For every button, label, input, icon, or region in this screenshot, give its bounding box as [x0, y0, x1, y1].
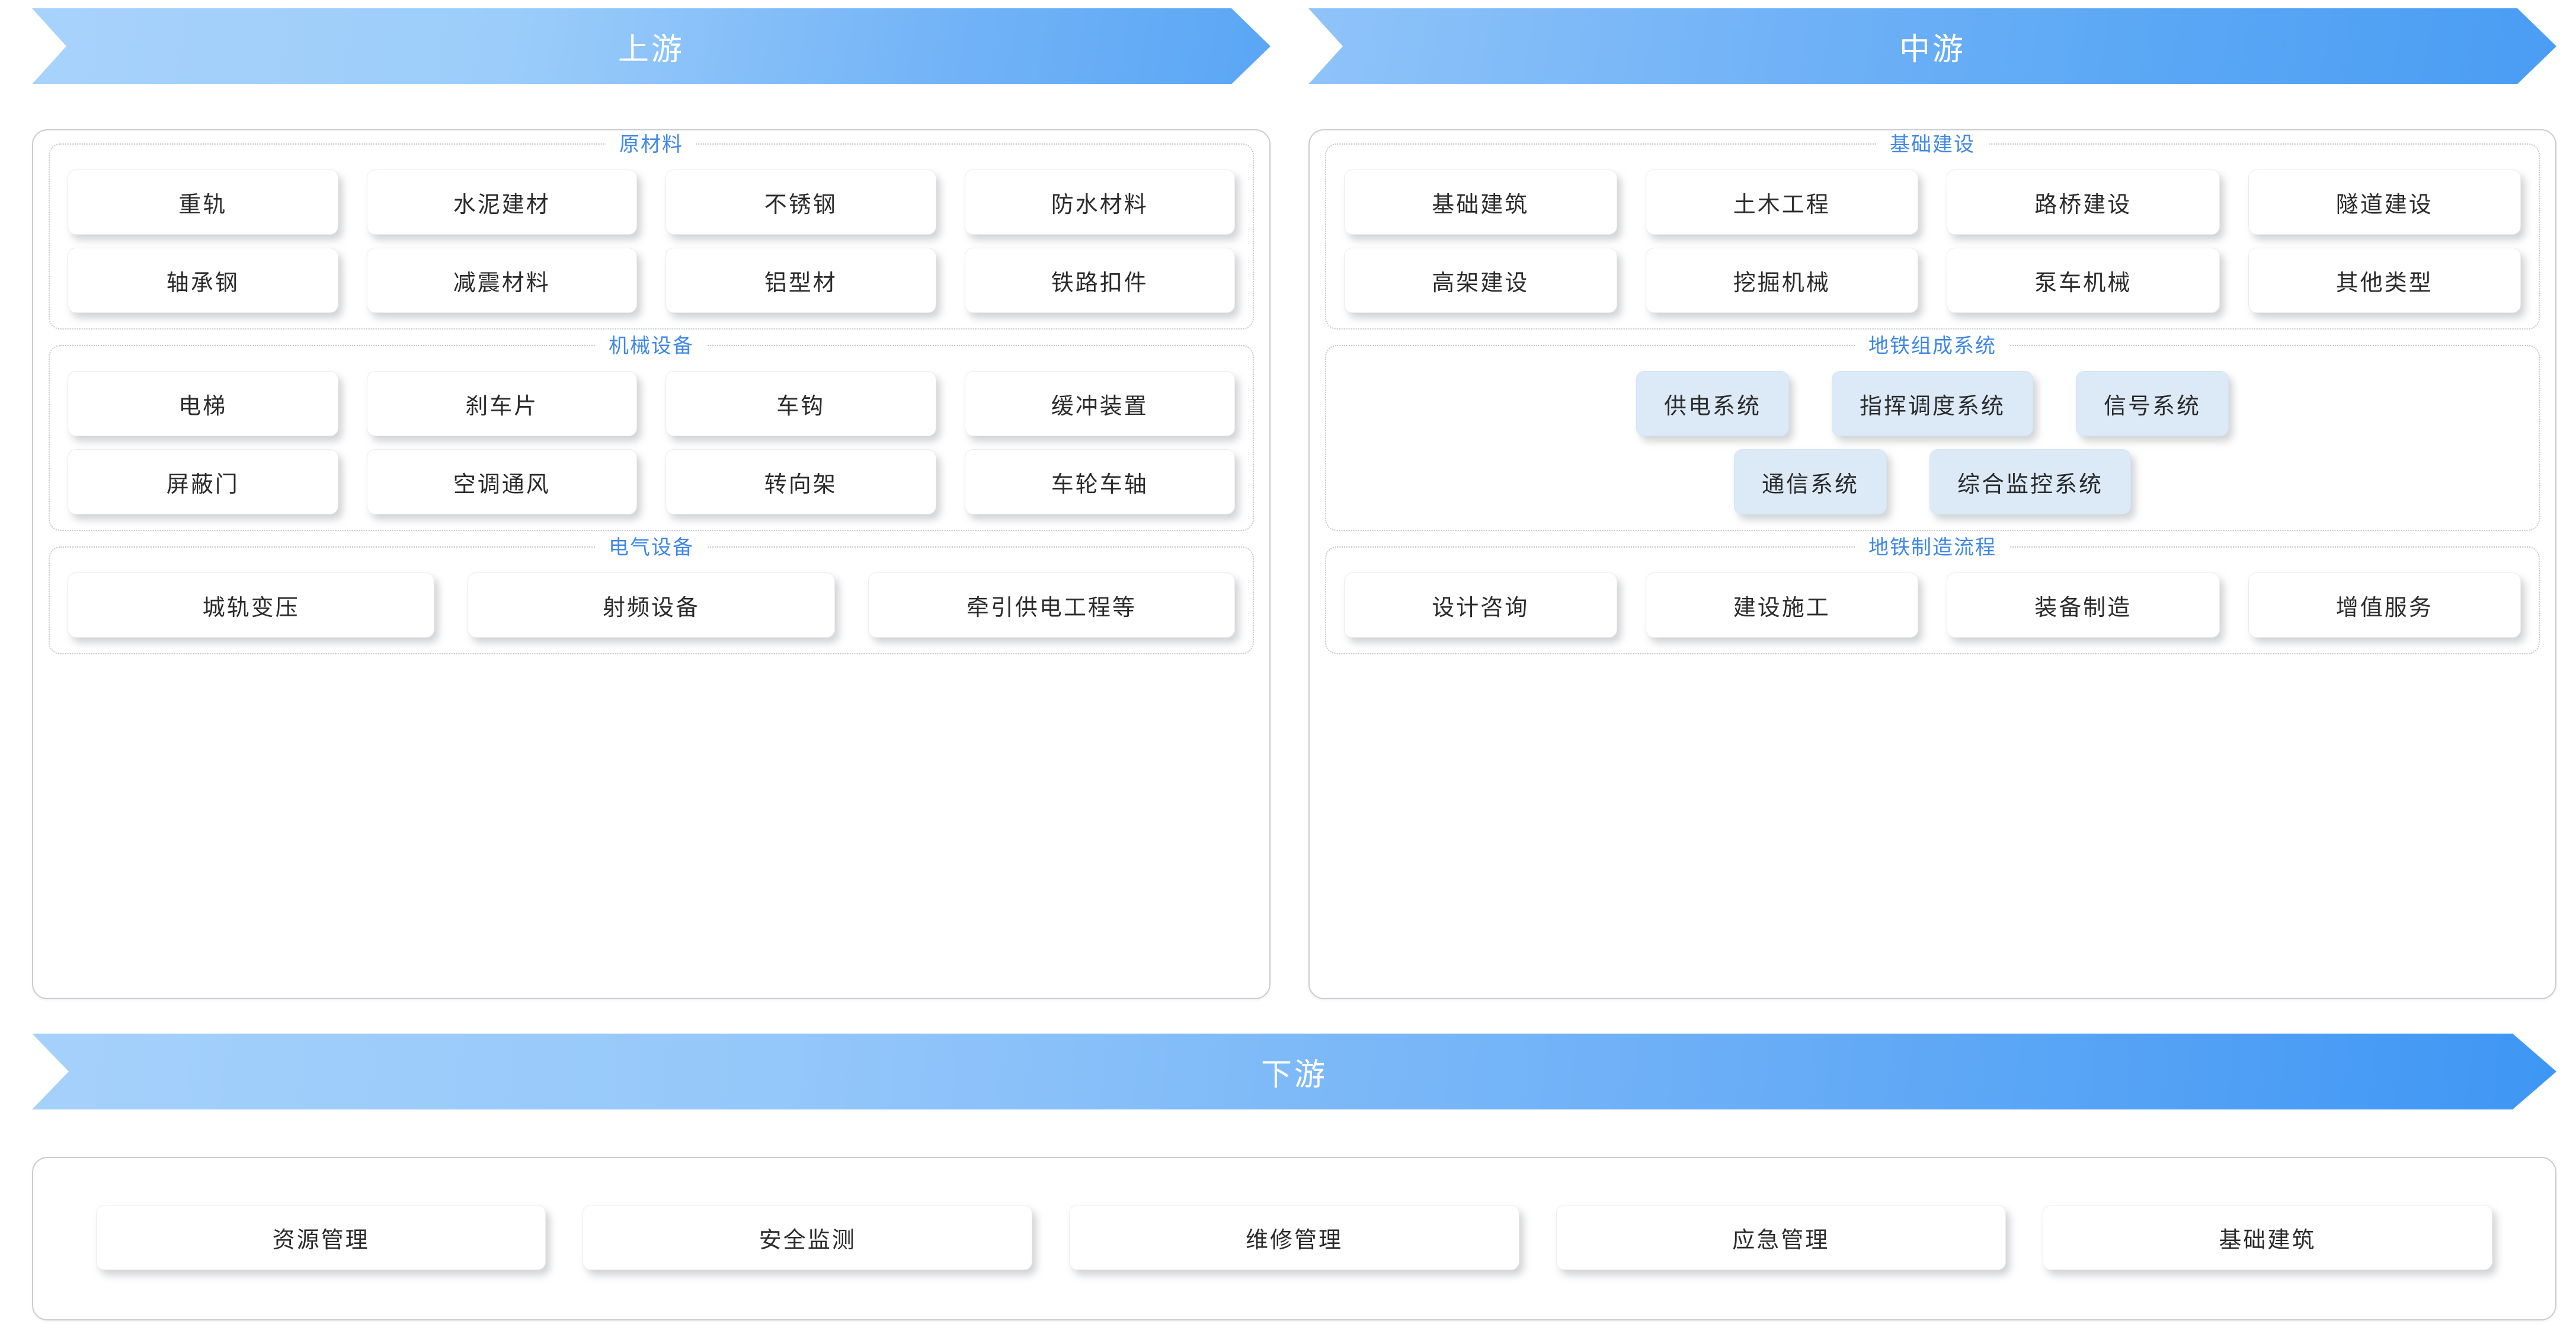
banner-upstream-label: 上游: [617, 32, 684, 67]
group-raw-materials: 原材料 重轨 水泥建材 不锈钢 防水材料 轴承钢 减震材料 铝型材 铁路扣件: [49, 133, 1254, 330]
group-row: 通信系统 综合监控系统: [1344, 449, 2521, 514]
chip-item[interactable]: 铝型材: [665, 248, 936, 313]
group-title-infrastructure-construction: 基础建设: [1877, 133, 1988, 156]
chip-item[interactable]: 安全监测: [583, 1205, 1033, 1270]
chip-item[interactable]: 指挥调度系统: [1831, 371, 2033, 436]
group-mechanical-equipment: 机械设备 电梯 刹车片 车钩 缓冲装置 屏蔽门 空调通风 转向架 车轮车轴: [49, 334, 1254, 531]
panel-upstream: 原材料 重轨 水泥建材 不锈钢 防水材料 轴承钢 减震材料 铝型材 铁路扣件 机…: [32, 129, 1271, 999]
chip-item[interactable]: 资源管理: [96, 1205, 546, 1270]
banner-downstream-label: 下游: [1260, 1057, 1327, 1092]
chip-item[interactable]: 维修管理: [1069, 1205, 1519, 1270]
chip-item[interactable]: 供电系统: [1636, 371, 1789, 436]
chip-item[interactable]: 应急管理: [1556, 1205, 2006, 1270]
chip-item[interactable]: 减震材料: [366, 248, 637, 313]
chip-item[interactable]: 设计咨询: [1344, 573, 1617, 638]
chip-item[interactable]: 城轨变压: [68, 573, 435, 638]
panel-downstream: 资源管理 安全监测 维修管理 应急管理 基础建筑: [32, 1157, 2556, 1320]
chip-item[interactable]: 轴承钢: [68, 248, 338, 313]
group-title-mechanical-equipment: 机械设备: [596, 334, 707, 358]
chip-item[interactable]: 转向架: [665, 449, 936, 514]
group-title-metro-composition-systems: 地铁组成系统: [1855, 334, 2009, 358]
group-row: 供电系统 指挥调度系统 信号系统: [1344, 371, 2521, 436]
chip-item[interactable]: 电梯: [68, 371, 338, 436]
banner-upstream: 上游: [32, 8, 1271, 84]
chip-item[interactable]: 其他类型: [2248, 248, 2521, 313]
chip-item[interactable]: 车钩: [665, 371, 936, 436]
chip-item[interactable]: 缓冲装置: [964, 371, 1235, 436]
banner-downstream: 下游: [32, 1034, 2556, 1109]
group-title-metro-manufacturing-process: 地铁制造流程: [1855, 536, 2009, 559]
group-row: 设计咨询 建设施工 装备制造 增值服务: [1344, 573, 2521, 638]
chip-item[interactable]: 增值服务: [2248, 573, 2521, 638]
group-metro-composition-systems: 地铁组成系统 供电系统 指挥调度系统 信号系统 通信系统 综合监控系统: [1325, 334, 2540, 531]
chip-item[interactable]: 基础建筑: [2042, 1205, 2493, 1270]
chip-item[interactable]: 建设施工: [1645, 573, 1918, 638]
chip-item[interactable]: 水泥建材: [366, 170, 637, 235]
banner-midstream: 中游: [1308, 8, 2556, 84]
chip-item[interactable]: 土木工程: [1645, 170, 1918, 235]
chip-item[interactable]: 车轮车轴: [964, 449, 1235, 514]
chip-item[interactable]: 牵引供电工程等: [868, 573, 1235, 638]
chip-item[interactable]: 隧道建设: [2248, 170, 2521, 235]
group-row: 电梯 刹车片 车钩 缓冲装置: [68, 371, 1235, 436]
chip-item[interactable]: 重轨: [68, 170, 338, 235]
group-row: 城轨变压 射频设备 牵引供电工程等: [68, 573, 1235, 638]
banner-midstream-label: 中游: [1899, 32, 1966, 67]
chip-item[interactable]: 刹车片: [366, 371, 637, 436]
group-row: 轴承钢 减震材料 铝型材 铁路扣件: [68, 248, 1235, 313]
chip-item[interactable]: 路桥建设: [1947, 170, 2220, 235]
chip-item[interactable]: 空调通风: [366, 449, 637, 514]
chip-item[interactable]: 装备制造: [1947, 573, 2220, 638]
chip-item[interactable]: 基础建筑: [1344, 170, 1617, 235]
group-row: 高架建设 挖掘机械 泵车机械 其他类型: [1344, 248, 2521, 313]
chip-item[interactable]: 信号系统: [2076, 371, 2229, 436]
group-infrastructure-construction: 基础建设 基础建筑 土木工程 路桥建设 隧道建设 高架建设 挖掘机械 泵车机械 …: [1325, 133, 2540, 330]
chip-item[interactable]: 泵车机械: [1947, 248, 2220, 313]
chip-item[interactable]: 防水材料: [964, 170, 1235, 235]
chip-item[interactable]: 通信系统: [1733, 449, 1887, 514]
chip-item[interactable]: 屏蔽门: [68, 449, 338, 514]
chip-item[interactable]: 挖掘机械: [1645, 248, 1918, 313]
chip-item[interactable]: 不锈钢: [665, 170, 936, 235]
chip-item[interactable]: 射频设备: [468, 573, 835, 638]
group-title-raw-materials: 原材料: [606, 133, 696, 156]
group-row: 基础建筑 土木工程 路桥建设 隧道建设: [1344, 170, 2521, 235]
group-row: 屏蔽门 空调通风 转向架 车轮车轴: [68, 449, 1235, 514]
group-metro-manufacturing-process: 地铁制造流程 设计咨询 建设施工 装备制造 增值服务: [1325, 536, 2540, 654]
group-electrical-equipment: 电气设备 城轨变压 射频设备 牵引供电工程等: [49, 536, 1254, 654]
group-row: 重轨 水泥建材 不锈钢 防水材料: [68, 170, 1235, 235]
panel-midstream: 基础建设 基础建筑 土木工程 路桥建设 隧道建设 高架建设 挖掘机械 泵车机械 …: [1308, 129, 2556, 999]
chip-item[interactable]: 综合监控系统: [1929, 449, 2132, 514]
chip-item[interactable]: 铁路扣件: [964, 248, 1235, 313]
chip-item[interactable]: 高架建设: [1344, 248, 1617, 313]
group-title-electrical-equipment: 电气设备: [596, 536, 707, 559]
downstream-row: 资源管理 安全监测 维修管理 应急管理 基础建筑: [49, 1205, 2540, 1270]
